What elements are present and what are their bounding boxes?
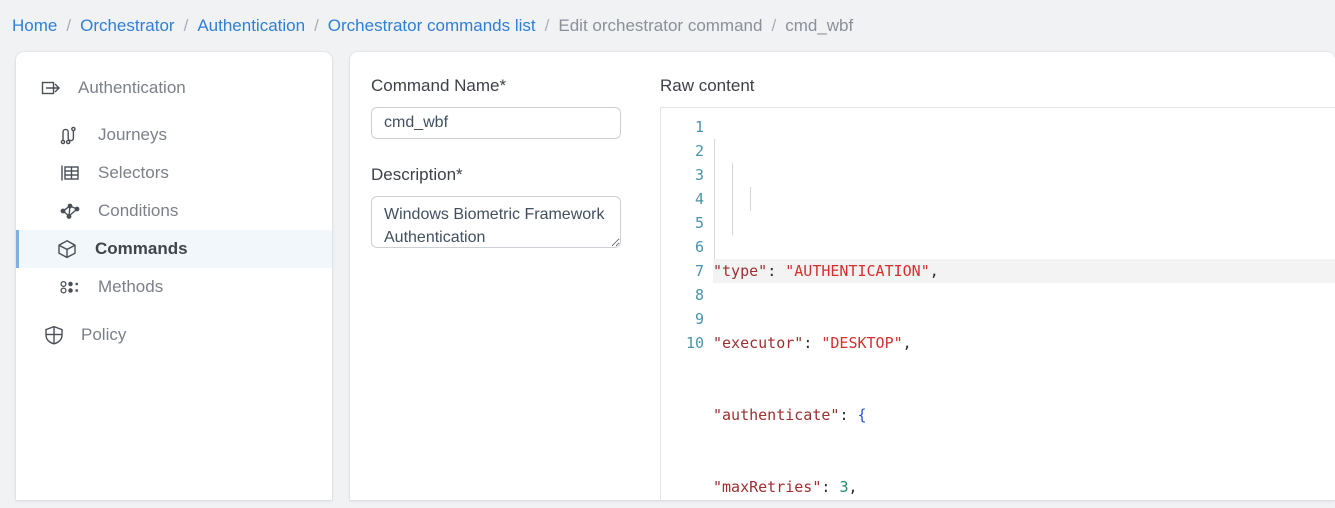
code-line[interactable]: "maxRetries": 3,: [713, 478, 858, 496]
sidebar-item-policy[interactable]: Policy: [16, 316, 332, 354]
command-form: Command Name* Description*: [350, 52, 660, 500]
code-text-area[interactable]: "type": "AUTHENTICATION", "executor": "D…: [713, 108, 1335, 500]
code-line[interactable]: "authenticate": {: [713, 406, 867, 424]
sidebar-item-label: Selectors: [98, 163, 169, 182]
conditions-icon: [59, 200, 81, 222]
code-line[interactable]: "type": "AUTHENTICATION",: [713, 259, 1335, 283]
sidebar-item-methods[interactable]: Methods: [16, 268, 332, 306]
raw-content-section: Raw content 1 2 3 4 5 6 7 8 9 10: [660, 52, 1335, 500]
breadcrumb-item-orchestrator[interactable]: Orchestrator: [80, 16, 175, 35]
sidebar-header-label: Authentication: [78, 78, 186, 97]
command-name-field-block: Command Name*: [371, 76, 660, 139]
raw-content-label: Raw content: [660, 76, 755, 95]
sidebar-item-label: Commands: [95, 239, 188, 258]
sidebar-item-conditions[interactable]: Conditions: [16, 192, 332, 230]
command-name-input[interactable]: [371, 107, 621, 139]
line-number: 1: [694, 118, 704, 136]
sidebar-item-label: Journeys: [98, 125, 167, 144]
breadcrumb-separator: /: [66, 16, 72, 35]
journeys-icon: [59, 124, 81, 146]
breadcrumb: Home / Orchestrator / Authentication / O…: [0, 0, 1335, 52]
line-number: 3: [694, 166, 704, 184]
breadcrumb-item-authentication[interactable]: Authentication: [197, 16, 306, 35]
line-number: 7: [694, 262, 704, 280]
methods-icon: [59, 276, 81, 298]
sidebar-item-label: Methods: [98, 277, 164, 296]
commands-icon: [56, 238, 78, 260]
indent-guide: [714, 139, 715, 259]
page-body: Authentication Journeys: [0, 52, 1335, 508]
line-number: 2: [694, 142, 704, 160]
sidebar-item-selectors[interactable]: Selectors: [16, 154, 332, 192]
breadcrumb-item-home[interactable]: Home: [12, 16, 58, 35]
breadcrumb-separator: /: [544, 16, 550, 35]
sidebar-header: Authentication: [16, 68, 332, 108]
sidebar-nav-list: Journeys Selectors: [16, 116, 332, 354]
sidebar-item-commands[interactable]: Commands: [16, 230, 332, 268]
line-number: 8: [694, 286, 704, 304]
sidebar-item-journeys[interactable]: Journeys: [16, 116, 332, 154]
breadcrumb-item-edit-orchestrator-command: Edit orchestrator command: [558, 16, 763, 35]
description-field-block: Description*: [371, 165, 660, 253]
indent-guide: [750, 187, 751, 211]
sidebar-item-label: Conditions: [98, 201, 179, 220]
breadcrumb-separator: /: [314, 16, 319, 35]
line-number-gutter: 1 2 3 4 5 6 7 8 9 10: [661, 108, 713, 500]
breadcrumb-separator: /: [771, 16, 777, 35]
line-number: 6: [694, 238, 704, 256]
main-content-panel: Command Name* Description* Raw content 1…: [350, 52, 1335, 500]
line-number: 5: [694, 214, 704, 232]
sidebar: Authentication Journeys: [16, 52, 332, 500]
breadcrumb-separator: /: [183, 16, 189, 35]
line-number: 9: [694, 310, 704, 328]
command-name-label: Command Name*: [371, 76, 507, 95]
breadcrumb-item-current: cmd_wbf: [785, 16, 854, 35]
sidebar-item-label: Policy: [81, 325, 127, 344]
description-textarea[interactable]: [371, 196, 621, 248]
code-line[interactable]: "executor": "DESKTOP",: [713, 334, 912, 352]
login-arrow-icon: [40, 77, 62, 99]
indent-guide: [732, 163, 733, 235]
breadcrumb-item-orchestrator-commands-list[interactable]: Orchestrator commands list: [327, 16, 536, 35]
line-number: 10: [685, 334, 704, 352]
selectors-icon: [59, 162, 81, 184]
shield-icon: [43, 324, 65, 346]
description-label: Description*: [371, 165, 463, 184]
line-number: 4: [694, 190, 704, 208]
code-editor[interactable]: 1 2 3 4 5 6 7 8 9 10 "type": "AUTHENTICA…: [660, 107, 1335, 500]
